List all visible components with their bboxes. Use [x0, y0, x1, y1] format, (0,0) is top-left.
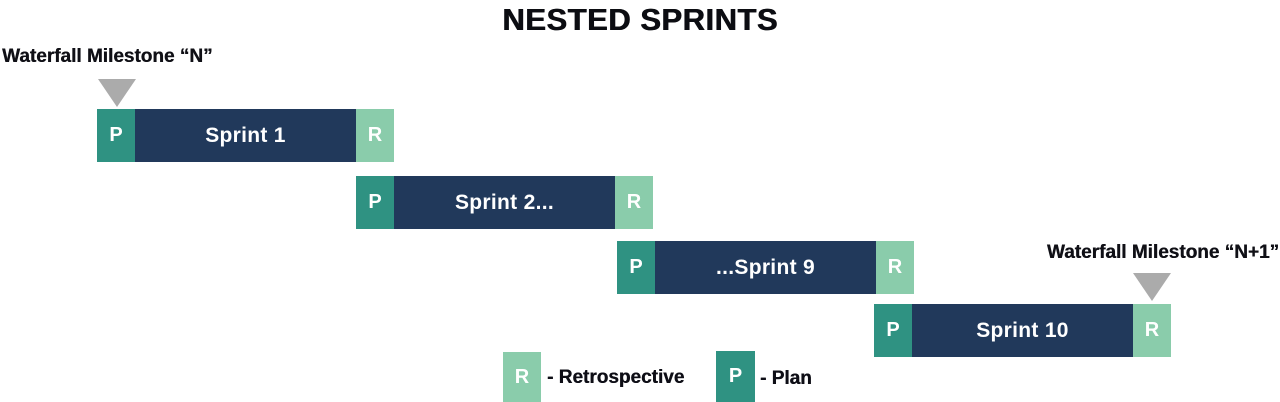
legend-retrospective-label: - Retrospective	[547, 367, 685, 388]
milestone-n-plus-1-marker-icon	[1133, 273, 1171, 301]
sprint-1-plan-block: P	[97, 109, 135, 162]
sprint-10-name: Sprint 10	[912, 304, 1133, 357]
sprint-bar-10: P Sprint 10 R	[874, 304, 1171, 357]
sprint-bar-2: P Sprint 2... R	[356, 176, 653, 229]
legend-retrospective-square: R	[503, 352, 541, 402]
diagram-title: NESTED SPRINTS	[502, 2, 778, 37]
sprint-9-name: ...Sprint 9	[655, 241, 876, 294]
sprint-bar-1: P Sprint 1 R	[97, 109, 394, 162]
sprint-1-retro-block: R	[356, 109, 394, 162]
sprint-10-plan-block: P	[874, 304, 912, 357]
legend-plan-label: - Plan	[760, 368, 812, 389]
sprint-2-name: Sprint 2...	[394, 176, 615, 229]
sprint-bar-9: P ...Sprint 9 R	[617, 241, 914, 294]
milestone-n-plus-1-label: Waterfall Milestone “N+1”	[1046, 242, 1279, 263]
milestone-n-label: Waterfall Milestone “N”	[2, 46, 213, 67]
legend-plan-square: P	[716, 351, 755, 402]
sprint-9-retro-block: R	[876, 241, 914, 294]
milestone-n-marker-icon	[98, 79, 136, 107]
sprint-9-plan-block: P	[617, 241, 655, 294]
sprint-1-name: Sprint 1	[135, 109, 356, 162]
sprint-10-retro-block: R	[1133, 304, 1171, 357]
sprint-2-retro-block: R	[615, 176, 653, 229]
sprint-2-plan-block: P	[356, 176, 394, 229]
